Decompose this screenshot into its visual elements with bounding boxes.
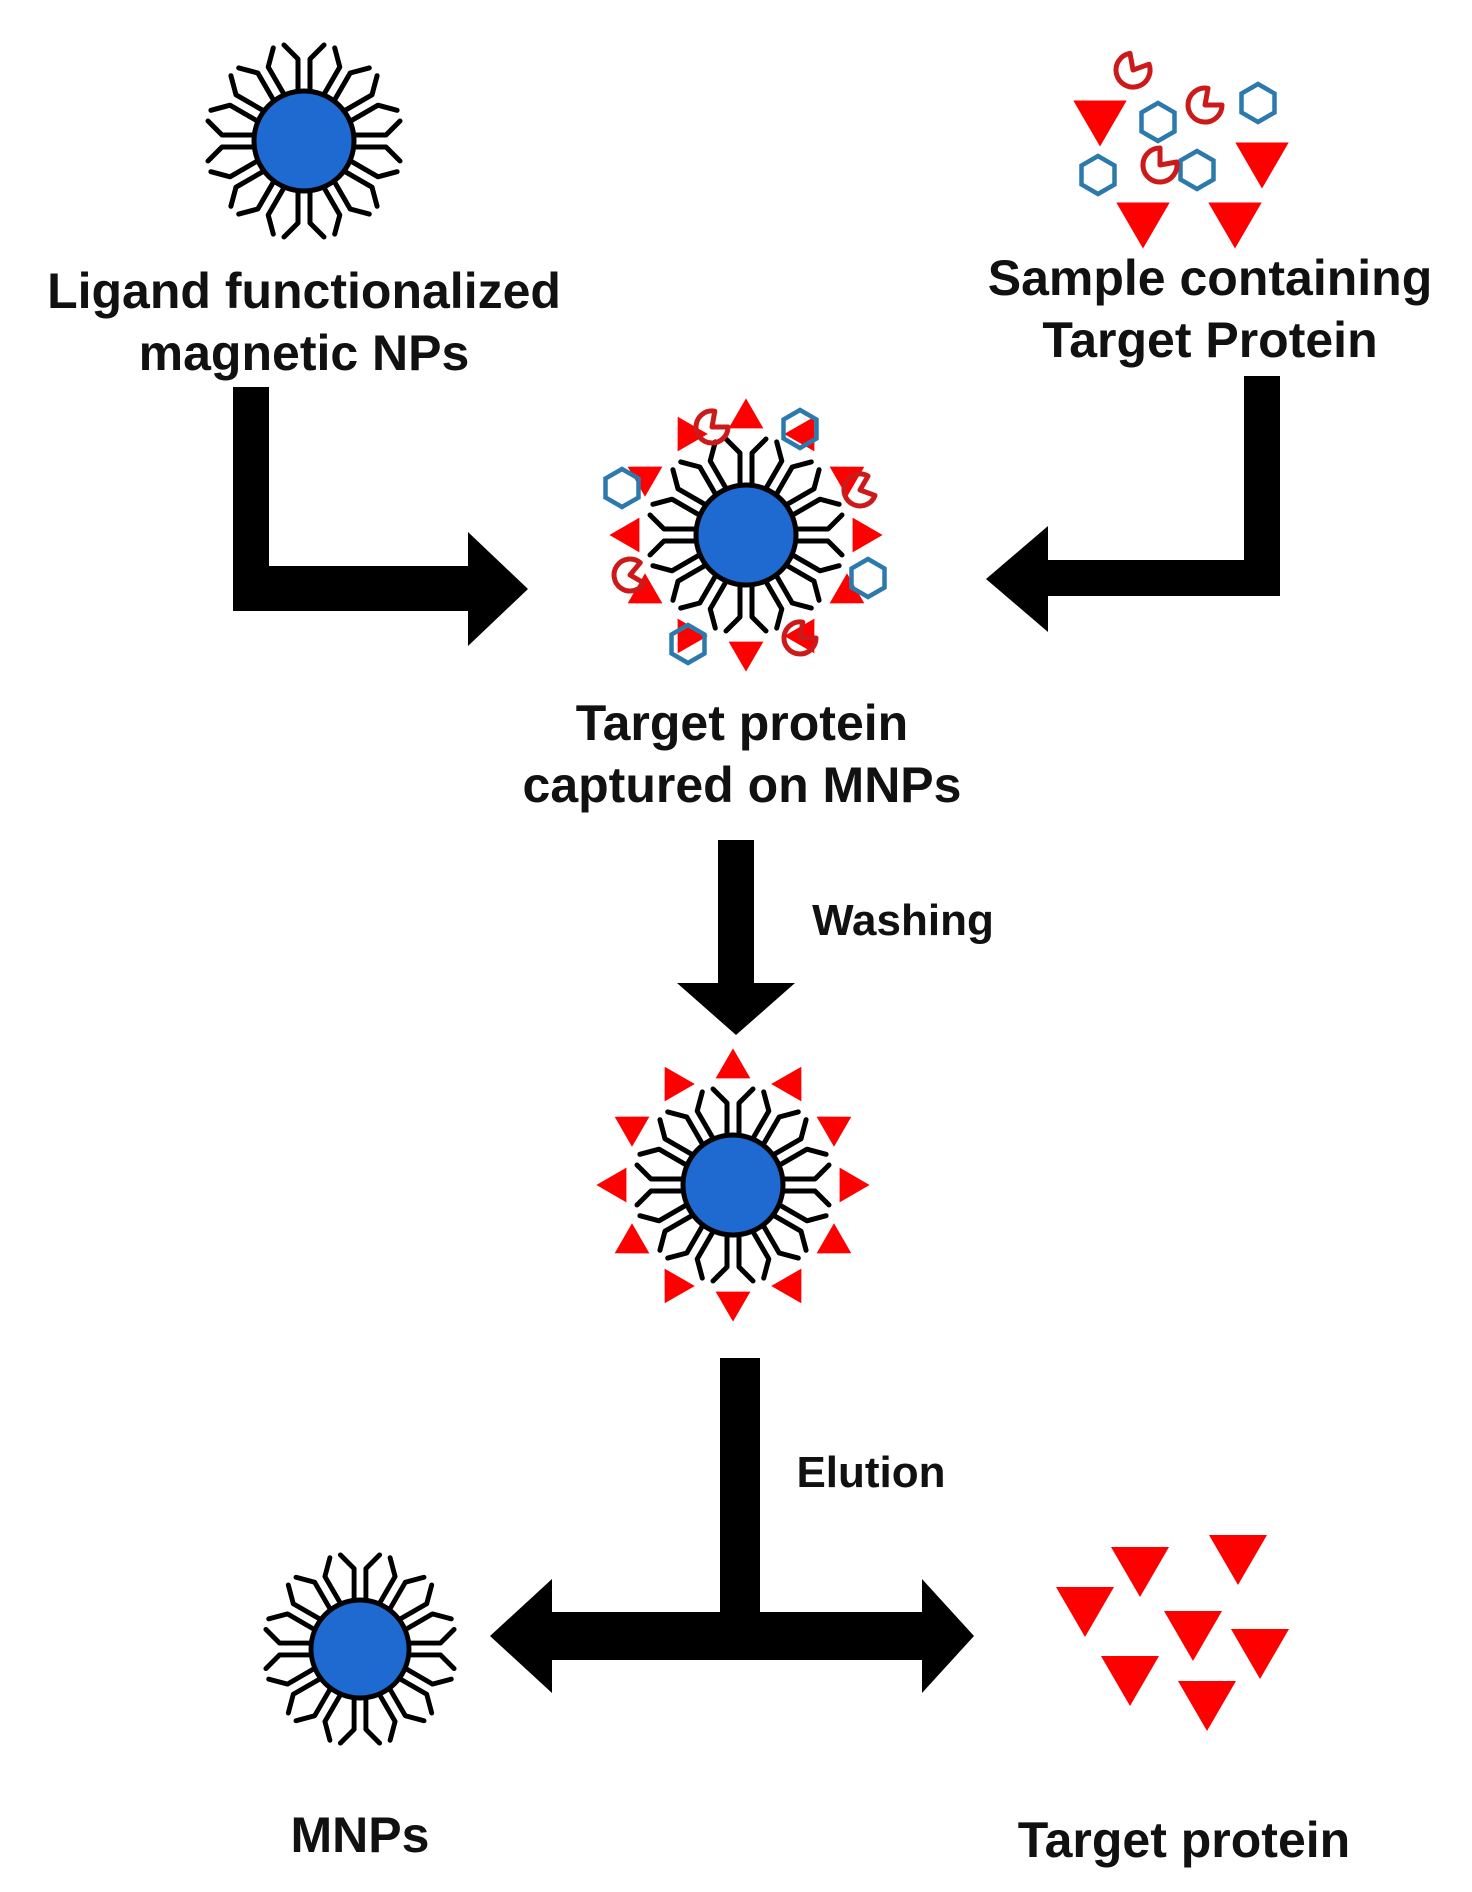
target-protein-icon (715, 1048, 751, 1079)
recovered-np-ligands (263, 1552, 457, 1746)
target-protein-icon (614, 1223, 650, 1254)
elution-label: Elution (796, 1448, 945, 1497)
target-protein-icon (771, 1066, 802, 1102)
target-protein-icon (614, 1116, 650, 1147)
target-protein-icon (609, 517, 640, 553)
hexagon-contaminant-icon (1079, 153, 1117, 197)
target-protein-icon (1073, 100, 1127, 147)
recovered-np-core (308, 1597, 412, 1701)
target-protein-icon (816, 1223, 852, 1254)
top-left-np-ligands (205, 42, 403, 240)
elution-split-arrow (490, 1358, 974, 1693)
washed-np-ligands (634, 1086, 832, 1284)
ligand-functionalized-nanoparticle-icon (205, 42, 403, 240)
target-protein-icon (1116, 202, 1170, 249)
target-protein-icon (839, 1167, 870, 1203)
target-protein-icon (627, 573, 663, 604)
pacman-contaminant-icon (1113, 50, 1153, 90)
pacman-contaminant-icon (781, 619, 819, 657)
eluted-target-protein-icon (1056, 1535, 1289, 1731)
captured-np-ligands (647, 436, 845, 634)
target-protein-icon (1164, 1611, 1222, 1661)
washed-np-core (680, 1132, 786, 1238)
target-protein-icon (829, 573, 865, 604)
captured-nanoparticle-icon (603, 398, 887, 672)
washed-nanoparticle-icon (596, 1048, 870, 1322)
pacman-contaminant-icon (1185, 85, 1225, 125)
captured-np-core (693, 482, 799, 588)
target-protein-icon (1101, 1656, 1159, 1706)
target-protein-icon (1178, 1681, 1236, 1731)
target-protein-icon (1209, 1535, 1267, 1585)
target-protein-icon (627, 466, 663, 497)
hexagon-contaminant-icon (603, 466, 641, 510)
target-protein-label: Target protein (1018, 1812, 1350, 1868)
hexagon-contaminant-icon (1139, 100, 1177, 144)
sample-label-line1: Sample containing (988, 250, 1433, 306)
left-elbow-arrow (233, 387, 528, 646)
washing-label: Washing (812, 896, 994, 945)
captured-label-line1: Target protein (576, 695, 908, 751)
ligand-label-line2: magnetic NPs (139, 325, 470, 381)
captured-label-line2: captured on MNPs (523, 757, 962, 813)
pacman-contaminant-icon (1140, 145, 1180, 185)
hexagon-contaminant-icon (1178, 148, 1216, 192)
target-protein-icon (852, 517, 883, 553)
target-protein-icon (664, 1066, 695, 1102)
target-protein-icon (1208, 202, 1262, 249)
target-protein-icon (728, 641, 764, 672)
target-protein-icon (1231, 1629, 1289, 1679)
washing-down-arrow (677, 840, 795, 1035)
right-elbow-arrow (986, 376, 1280, 632)
sample-label-line2: Target Protein (1042, 312, 1377, 368)
sample-mixture-icon (1073, 50, 1289, 249)
pacman-contaminant-icon (611, 556, 647, 594)
target-protein-icon (1056, 1587, 1114, 1637)
hexagon-contaminant-icon (1239, 81, 1277, 125)
mnps-label: MNPs (291, 1807, 430, 1863)
target-protein-icon (664, 1268, 695, 1304)
target-protein-icon (771, 1268, 802, 1304)
target-protein-icon (816, 1116, 852, 1147)
ligand-label-line1: Ligand functionalized (47, 263, 561, 319)
pacman-contaminant-icon (841, 471, 878, 509)
target-protein-icon (1235, 142, 1289, 189)
target-protein-icon (596, 1167, 627, 1203)
target-protein-icon (677, 416, 708, 452)
top-left-np-core (251, 88, 357, 194)
hexagon-contaminant-icon (669, 622, 707, 666)
recovered-nanoparticle-icon (263, 1552, 457, 1746)
target-protein-icon (1111, 1547, 1169, 1597)
target-protein-icon (728, 398, 764, 429)
target-protein-icon (715, 1291, 751, 1322)
hexagon-contaminant-icon (849, 556, 887, 600)
pacman-contaminant-icon (693, 408, 731, 446)
hexagon-contaminant-icon (781, 407, 819, 451)
